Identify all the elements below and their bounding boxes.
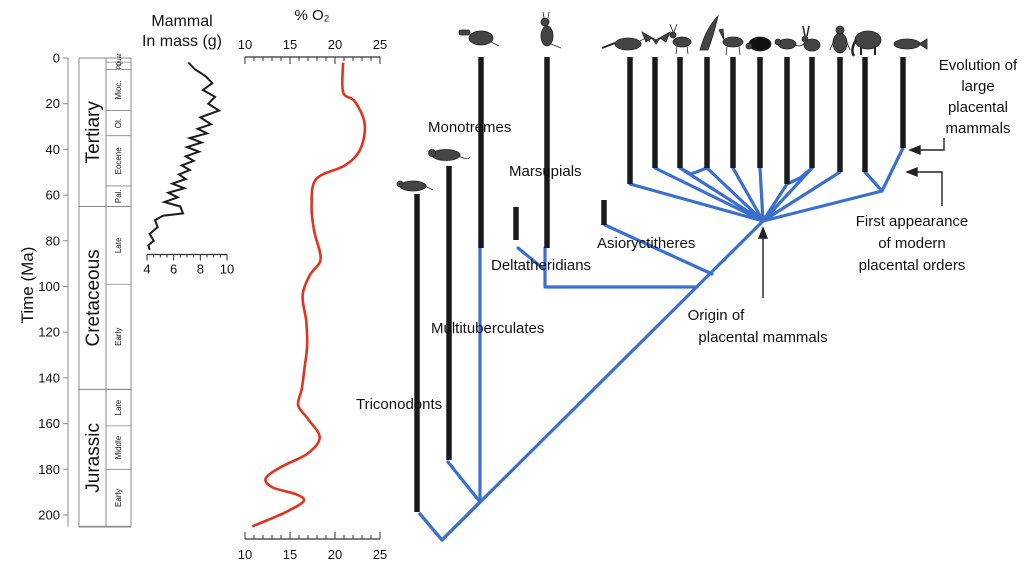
- time-axis-label: Time (Ma): [18, 247, 37, 324]
- mass-chart-title-line2: In mass (g): [142, 33, 222, 50]
- period-label: Pl.: [117, 62, 123, 69]
- mass-series-line: [147, 61, 222, 251]
- era-label-jurassic: Jurassic: [83, 423, 104, 493]
- o2-tick-label: 20: [328, 37, 342, 52]
- label-asioryctitheres: Asioryctitheres: [597, 235, 695, 252]
- evolution-line2: large: [961, 78, 994, 95]
- label-marsupials: Marsupials: [509, 163, 582, 180]
- period-label: Eocene: [114, 147, 123, 175]
- mass-x-axis: 4 6 8 10: [143, 253, 234, 277]
- period-label: Quat: [117, 53, 123, 66]
- time-tick-label: 120: [38, 325, 60, 340]
- branch-asioryctitheres: [603, 223, 714, 276]
- time-tick-label: 200: [38, 508, 60, 523]
- mass-tick-label: 6: [170, 262, 177, 277]
- platypus-icon: [458, 29, 500, 47]
- origin-line1: Origin of: [688, 307, 746, 324]
- time-tick-label: 40: [46, 142, 60, 157]
- annotation-first-appearance: First appearance of modern placental ord…: [856, 213, 969, 274]
- period-label: Late: [114, 399, 123, 415]
- era-label-tertiary: Tertiary: [83, 101, 104, 164]
- o2-tick-label: 15: [283, 547, 297, 562]
- arrow-origin-head: [757, 226, 769, 239]
- period-label: Middle: [114, 435, 123, 459]
- animal-silhouettes: [396, 11, 928, 192]
- horse-icon: [718, 28, 744, 56]
- annotation-origin: Origin of placental mammals: [688, 307, 828, 346]
- arrow-evolution-head: [908, 144, 921, 156]
- period-label: Mioc.: [114, 80, 123, 99]
- shrew-icon: [396, 180, 434, 192]
- bat-icon: [641, 31, 671, 45]
- time-tick-label: 0: [53, 51, 60, 66]
- branch-subclade-1: [678, 166, 709, 176]
- time-tick-label: 80: [46, 233, 60, 248]
- elephant-icon: [851, 30, 882, 57]
- label-multituberculates: Multituberculates: [431, 320, 544, 337]
- period-label: Pal.: [114, 189, 123, 203]
- time-tick-label: 180: [38, 462, 60, 477]
- annotation-arrows: [757, 138, 945, 298]
- stratigraphic-column: [78, 57, 132, 528]
- arrow-first-appearance-head: [905, 166, 918, 178]
- mass-tick-label: 4: [143, 262, 150, 277]
- evolution-line4: mammals: [945, 120, 1010, 137]
- o2-tick-label: 25: [373, 547, 387, 562]
- o2-tick-label: 20: [328, 547, 342, 562]
- o2-top-axis: 10 15 20 25: [238, 37, 387, 64]
- origin-line2: placental mammals: [698, 329, 827, 346]
- period-label: Early: [114, 489, 123, 507]
- branch-triconodonts: [418, 512, 444, 542]
- first-appearance-line2: of modern: [878, 235, 946, 252]
- o2-series-line: [251, 62, 367, 528]
- period-label: Late: [114, 237, 123, 253]
- o2-tick-label: 10: [238, 37, 252, 52]
- time-tick-label: 100: [38, 279, 60, 294]
- kangaroo-icon: [540, 11, 562, 49]
- annotation-evolution: Evolution of large placental mammals: [939, 57, 1018, 137]
- opossum-icon: [428, 149, 471, 161]
- whale-icon: [699, 14, 719, 51]
- branch-placental-fan: [628, 146, 905, 223]
- label-triconodonts: Triconodonts: [356, 396, 442, 413]
- phylogeny-tree: [414, 57, 906, 542]
- arrow-first-appearance: [914, 171, 943, 206]
- time-tick-label: 160: [38, 416, 60, 431]
- time-tick-label: 140: [38, 370, 60, 385]
- time-tick-label: 60: [46, 188, 60, 203]
- armadillo-icon: [745, 36, 772, 52]
- manatee-icon: [893, 38, 928, 50]
- mass-tick-label: 8: [197, 262, 204, 277]
- first-appearance-line1: First appearance: [856, 213, 969, 230]
- first-appearance-line3: placental orders: [859, 257, 966, 274]
- label-monotremes: Monotremes: [428, 119, 511, 136]
- era-label-cretaceous: Cretaceous: [83, 249, 104, 346]
- rabbit-icon: [801, 25, 821, 52]
- o2-chart-title: % O₂: [295, 7, 330, 24]
- branch-marsupial-stem: [543, 246, 699, 289]
- evolution-line1: Evolution of: [939, 57, 1018, 74]
- arrow-evolution: [917, 138, 945, 151]
- rat-icon: [774, 38, 806, 50]
- anteater-icon: [601, 37, 651, 51]
- deer-icon: [669, 23, 692, 55]
- o2-tick-label: 25: [373, 37, 387, 52]
- mass-tick-label: 10: [220, 262, 234, 277]
- label-deltatheridians: Deltatheridians: [491, 257, 591, 274]
- mass-chart-title-line1: Mammal: [151, 13, 212, 30]
- ape-icon: [829, 25, 851, 54]
- time-tick-label: 20: [46, 96, 60, 111]
- branch-deltatheridians: [516, 246, 547, 272]
- evolution-line3: placental: [948, 99, 1008, 116]
- branch-multituberculates: [446, 460, 482, 504]
- period-label: Ol.: [114, 118, 123, 128]
- o2-tick-label: 10: [238, 547, 252, 562]
- o2-bottom-axis: 10 15 20 25: [238, 532, 387, 562]
- period-label: Early: [114, 328, 123, 346]
- branch-multi-mono-stem: [440, 500, 482, 542]
- o2-tick-label: 15: [283, 37, 297, 52]
- time-axis-ticks: 0 20 40 60 80 100 120 140 160 180 200: [38, 51, 69, 527]
